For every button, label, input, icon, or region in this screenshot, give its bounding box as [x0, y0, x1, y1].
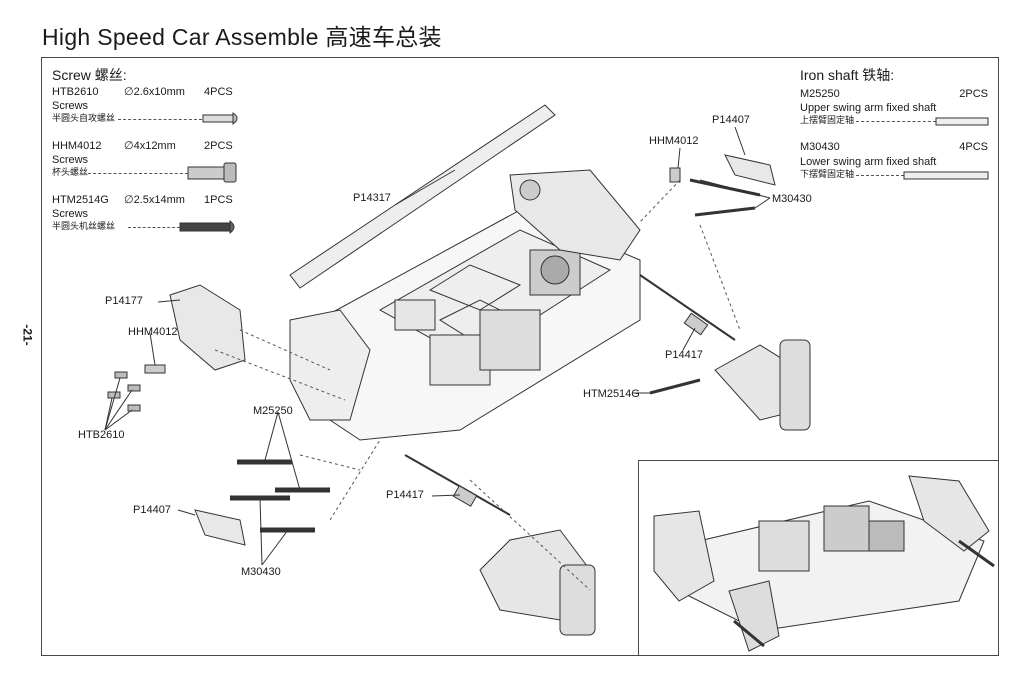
callout-htb2610: HTB2610 — [78, 429, 125, 441]
driveshaft-p14417-bottom — [404, 454, 511, 516]
leader-line — [856, 121, 936, 122]
part-code: M25250 — [800, 88, 840, 100]
bumper-p14177 — [169, 284, 246, 371]
rear-bulkhead — [289, 309, 371, 421]
leader-line — [128, 227, 180, 228]
callout-p14417-right: P14417 — [665, 349, 703, 361]
callout-p14417-bottom: P14417 — [386, 489, 424, 501]
shaft-m30430-icon — [903, 171, 989, 180]
part-size: ∅2.6x10mm — [124, 86, 185, 98]
callout-m30430-top: M30430 — [772, 193, 812, 205]
completed-view-inset — [638, 460, 999, 656]
part-qty: 4PCS — [959, 141, 988, 153]
hub-bottom — [559, 564, 596, 636]
callout-hhm4012-top: HHM4012 — [649, 135, 699, 147]
chassis-body — [299, 209, 641, 441]
screw-type: Screws — [52, 208, 89, 220]
screw-hhm4012-left — [144, 364, 166, 374]
part-code: HTB2610 — [52, 86, 99, 98]
completed-assembly-illustration — [653, 475, 995, 652]
plate-p14407-top — [724, 154, 776, 186]
hub-right — [779, 339, 811, 431]
callout-hhm4012-left: HHM4012 — [128, 326, 178, 338]
part-code: M30430 — [800, 141, 840, 153]
callout-leaders — [104, 126, 771, 566]
part-qty: 2PCS — [959, 88, 988, 100]
assembly-frame — [41, 57, 999, 656]
screws-htb2610 — [107, 371, 141, 412]
part-qty: 4PCS — [204, 86, 233, 98]
page-title: High Speed Car Assemble 高速车总装 — [42, 24, 442, 50]
callout-p14317: P14317 — [353, 192, 391, 204]
callout-m25250: M25250 — [253, 405, 293, 417]
screw-type-cn: 半圆头机丝螺丝 — [52, 221, 116, 231]
part-code: HTM2514G — [52, 194, 109, 206]
plate-p14407-bottom — [194, 509, 246, 546]
shaft-heading: Iron shaft 铁轴: — [800, 67, 895, 83]
leader-line — [118, 119, 202, 120]
screw-row: HTM2514G ∅2.5x14mm 1PCS — [52, 194, 233, 206]
shaft-row: M25250 2PCS — [800, 88, 988, 100]
callout-p14407-bottom: P14407 — [133, 504, 171, 516]
front-assembly — [509, 169, 641, 261]
tube-p14317 — [289, 104, 556, 289]
screw-row: HHM4012 ∅4x12mm 2PCS — [52, 140, 233, 152]
screw-hhm4012-top — [669, 167, 681, 183]
leader-line — [88, 173, 188, 174]
screw-hhm4012-icon — [187, 162, 237, 183]
shaft-desc: Upper swing arm fixed shaft — [800, 102, 937, 114]
part-qty: 2PCS — [204, 140, 233, 152]
screw-htb2610-icon — [202, 112, 238, 126]
screw-type: Screws — [52, 100, 89, 112]
part-size: ∅2.5x14mm — [124, 194, 185, 206]
callout-m30430-bottom: M30430 — [241, 566, 281, 578]
shaft-desc-cn: 上摆臂固定轴 — [800, 115, 855, 125]
shaft-row: M30430 4PCS — [800, 141, 988, 153]
screw-row: HTB2610 ∅2.6x10mm 4PCS — [52, 86, 233, 98]
leader-line — [856, 175, 904, 176]
shaft-m25250-icon — [935, 117, 989, 126]
shaft-desc: Lower swing arm fixed shaft — [800, 156, 937, 168]
guide-lines — [214, 179, 741, 591]
driveshaft-p14417-right — [639, 274, 736, 341]
callout-p14407-top: P14407 — [712, 114, 750, 126]
part-size: ∅4x12mm — [124, 140, 176, 152]
screw-htm2514g-icon — [179, 219, 235, 235]
screw-heading: Screw 螺丝: — [52, 67, 127, 83]
shaft-m30430-b — [694, 206, 756, 217]
part-qty: 1PCS — [204, 194, 233, 206]
part-code: HHM4012 — [52, 140, 102, 152]
screw-htm2514g — [649, 378, 701, 395]
callout-p14177: P14177 — [105, 295, 143, 307]
screw-type-cn: 半圆头自攻螺丝 — [52, 113, 116, 123]
callout-htm2514g: HTM2514G — [583, 388, 640, 400]
shaft-desc-cn: 下摆臂固定轴 — [800, 169, 855, 179]
screw-type-cn: 杯头螺丝 — [52, 167, 89, 177]
screw-type: Screws — [52, 154, 89, 166]
